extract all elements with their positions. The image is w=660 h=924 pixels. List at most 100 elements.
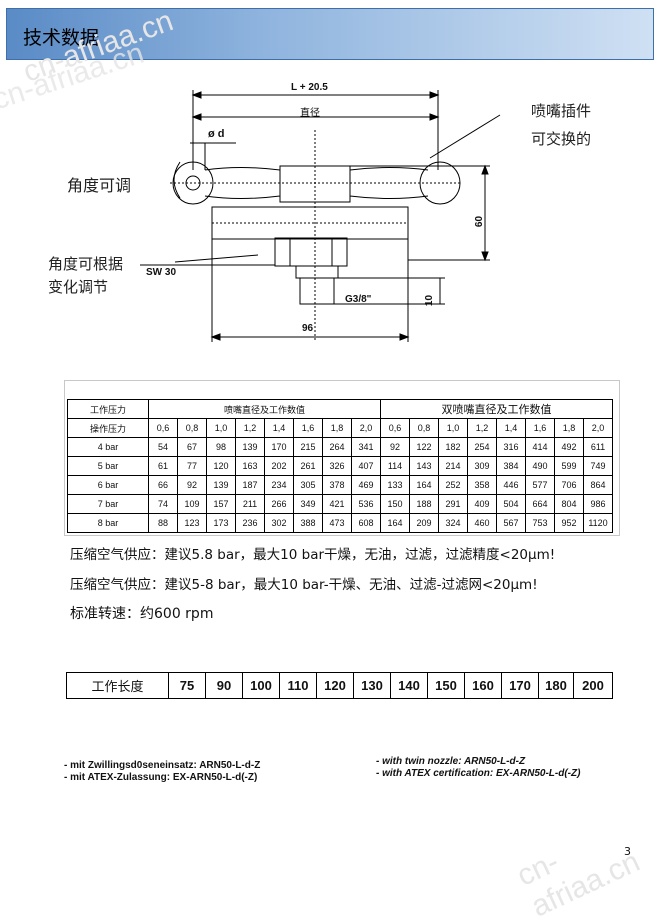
single-value-cell: 92 [177,475,207,495]
single-value-cell: 67 [177,437,207,457]
drawing-svg [140,90,501,342]
operating-pressure-label: 操作压力 [67,418,149,438]
double-nozzle-header: 双喷嘴直径及工作数值 [380,399,613,419]
diameter-cell: 1,6 [293,418,323,438]
dim-sw-label: SW 30 [146,267,177,278]
german-twin-nozzle: - mit Zwillingsd0seneinsatz: ARN50-L-d-Z [64,760,261,771]
double-value-cell: 414 [525,437,555,457]
single-value-cell: 88 [148,513,178,533]
single-value-cell: 264 [322,437,352,457]
double-value-cell: 577 [525,475,555,495]
diameter-cell: 1,2 [235,418,265,438]
double-value-cell: 446 [496,475,526,495]
length-value-cell: 130 [353,672,391,699]
single-value-cell: 98 [206,437,236,457]
length-value-cell: 110 [279,672,317,699]
length-value-cell: 160 [464,672,502,699]
diameter-cell: 1,4 [496,418,526,438]
double-value-cell: 706 [554,475,584,495]
double-value-cell: 664 [525,494,555,514]
double-value-cell: 804 [554,494,584,514]
single-value-cell: 211 [235,494,265,514]
single-value-cell: 170 [264,437,294,457]
double-value-cell: 92 [380,437,410,457]
pressure-label: 7 bar [67,494,149,514]
double-value-cell: 164 [380,513,410,533]
work-pressure-label: 工作压力 [67,399,149,419]
watermark: cn-afriaa.cn [512,844,645,924]
pressure-label: 8 bar [67,513,149,533]
pressure-label: 4 bar [67,437,149,457]
double-value-cell: 460 [467,513,497,533]
single-value-cell: 215 [293,437,323,457]
single-value-cell: 266 [264,494,294,514]
double-value-cell: 324 [438,513,468,533]
single-value-cell: 163 [235,456,265,476]
single-value-cell: 157 [206,494,236,514]
nozzle-note-line2: 可交换的 [531,130,592,148]
length-value-cell: 170 [501,672,539,699]
double-value-cell: 150 [380,494,410,514]
single-value-cell: 139 [206,475,236,495]
angle-note-line2: 变化调节 [48,278,109,296]
double-value-cell: 254 [467,437,497,457]
single-value-cell: 469 [351,475,381,495]
double-value-cell: 1120 [583,513,613,533]
diameter-cell: 0,8 [409,418,439,438]
diameter-cell: 1,8 [322,418,352,438]
dim-ten-label: 10 [424,294,436,307]
single-value-cell: 305 [293,475,323,495]
pressure-label: 6 bar [67,475,149,495]
single-value-cell: 120 [206,456,236,476]
length-value-cell: 120 [316,672,354,699]
single-value-cell: 139 [235,437,265,457]
double-value-cell: 291 [438,494,468,514]
single-value-cell: 261 [293,456,323,476]
german-atex: - mit ATEX-Zulassung: EX-ARN50-L-d(-Z) [64,772,258,783]
diameter-cell: 0,8 [177,418,207,438]
diameter-cell: 2,0 [583,418,613,438]
double-value-cell: 114 [380,456,410,476]
double-value-cell: 188 [409,494,439,514]
double-value-cell: 122 [409,437,439,457]
single-value-cell: 173 [206,513,236,533]
dim-diameter-label: 直径 [300,108,320,119]
single-value-cell: 74 [148,494,178,514]
standard-speed-text: 标准转速：约600 rpm [70,606,214,622]
air-supply-text-2: 压缩空气供应：建议5-8 bar，最大10 bar-干燥、无油、过滤-过滤网<2… [70,577,538,593]
single-value-cell: 608 [351,513,381,533]
double-value-cell: 209 [409,513,439,533]
double-value-cell: 611 [583,437,613,457]
single-value-cell: 66 [148,475,178,495]
single-value-cell: 407 [351,456,381,476]
single-value-cell: 202 [264,456,294,476]
english-twin-nozzle: - with twin nozzle: ARN50-L-d-Z [376,756,526,767]
double-value-cell: 316 [496,437,526,457]
length-value-cell: 200 [573,672,613,699]
double-value-cell: 567 [496,513,526,533]
single-value-cell: 77 [177,456,207,476]
single-value-cell: 54 [148,437,178,457]
single-value-cell: 187 [235,475,265,495]
english-atex: - with ATEX certification: EX-ARN50-L-d(… [376,768,581,779]
diameter-cell: 1,0 [438,418,468,438]
double-value-cell: 864 [583,475,613,495]
angle-adjust-note: 角度可调 [67,176,132,195]
single-value-cell: 234 [264,475,294,495]
double-value-cell: 504 [496,494,526,514]
diameter-cell: 0,6 [380,418,410,438]
technical-drawing: L + 20.5 直径 ø d 60 SW 30 G3/8" 10 96 [0,70,660,370]
single-value-cell: 109 [177,494,207,514]
angle-note-line1: 角度可根据 [48,255,124,273]
double-value-cell: 358 [467,475,497,495]
diameter-cell: 0,6 [148,418,178,438]
double-value-cell: 409 [467,494,497,514]
length-value-cell: 90 [205,672,243,699]
diameter-cell: 1,8 [554,418,584,438]
dim-thread-label: G3/8" [345,294,372,305]
diameter-cell: 1,6 [525,418,555,438]
